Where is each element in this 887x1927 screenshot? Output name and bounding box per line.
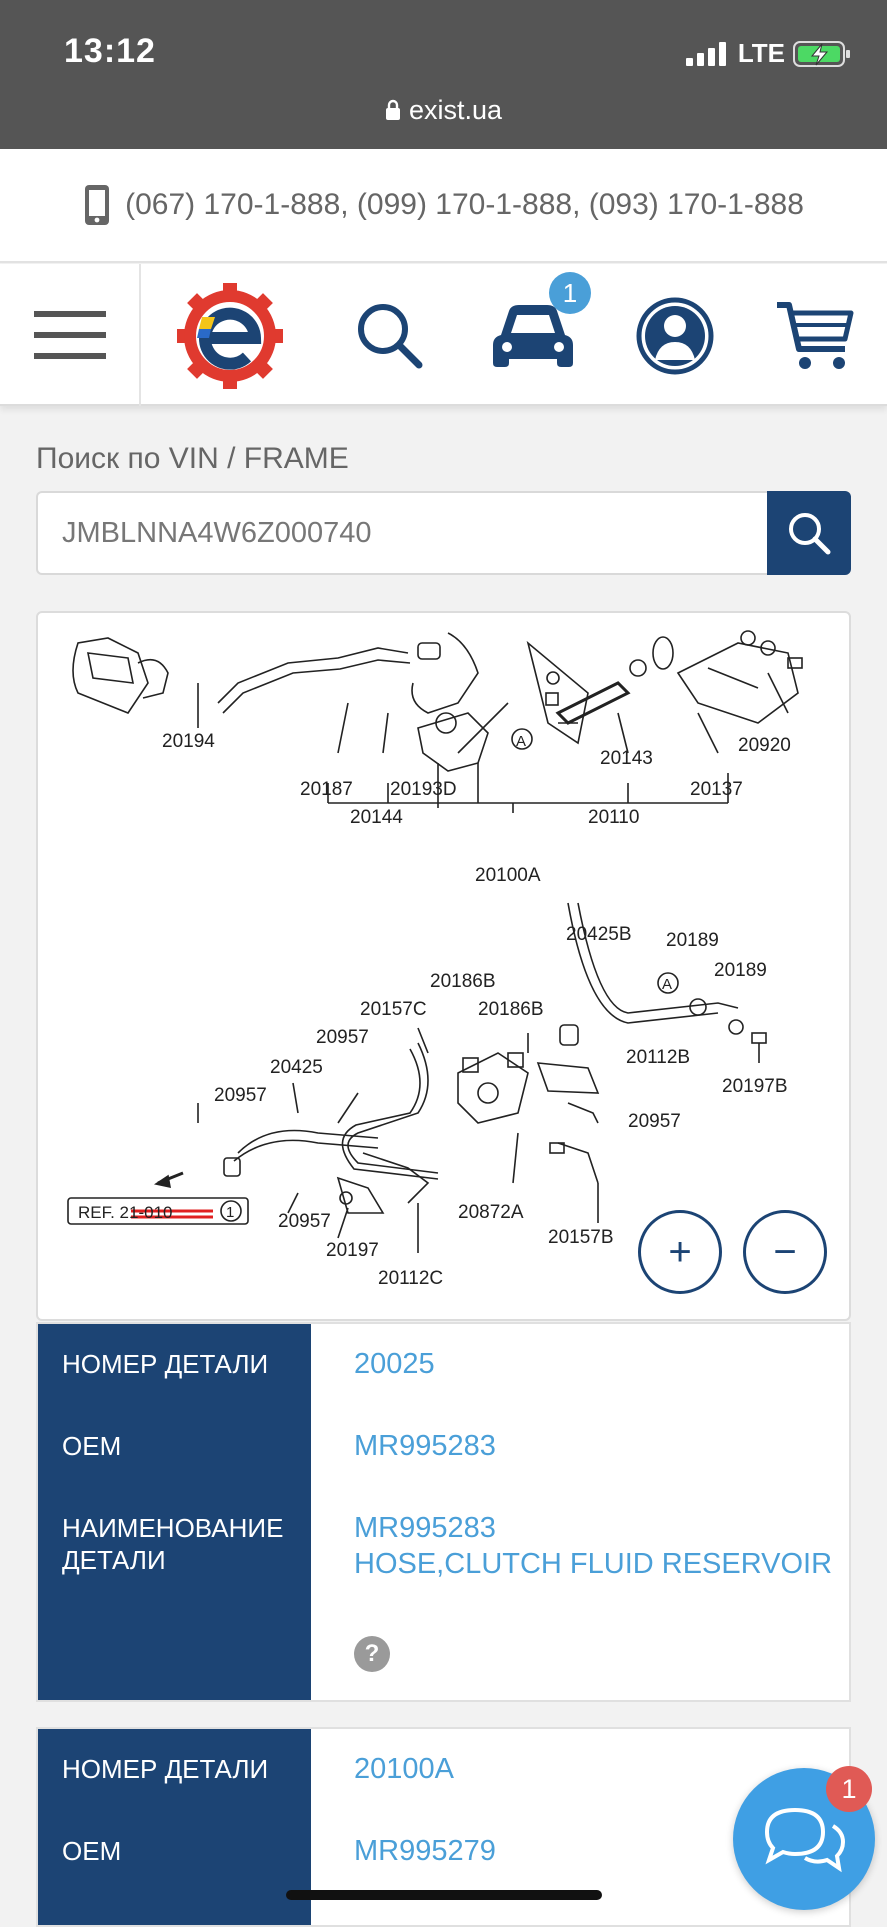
garage-count-badge: 1	[549, 272, 591, 314]
main-navbar: 1	[0, 264, 887, 406]
vin-search-button[interactable]	[767, 491, 851, 575]
address-bar[interactable]: exist.ua	[0, 95, 887, 128]
menu-button[interactable]	[0, 264, 141, 406]
callout-label: 20100A	[475, 865, 541, 886]
search-icon	[358, 304, 423, 369]
search-button[interactable]	[350, 286, 430, 386]
lock-icon	[385, 97, 401, 128]
callout-label: 20957	[628, 1111, 681, 1132]
callout-label: 20157C	[360, 999, 427, 1020]
network-type: LTE	[737, 38, 785, 68]
callout-label: 20112B	[626, 1047, 690, 1068]
hamburger-icon	[33, 311, 106, 359]
part-number-link[interactable]: 20025	[354, 1348, 435, 1380]
chat-button[interactable]	[733, 1768, 875, 1910]
top-assembly	[72, 630, 803, 813]
vin-search-label: Поиск по VIN / FRAME	[36, 442, 349, 475]
oem-label: OEM	[62, 1431, 122, 1461]
search-icon	[789, 513, 831, 555]
zoom-out-button[interactable]: −	[743, 1210, 827, 1294]
callout-label: 20137	[690, 779, 743, 800]
ref-circle-label: 1	[226, 1204, 234, 1221]
callout-a-label: A	[516, 733, 526, 750]
home-indicator	[286, 1890, 602, 1900]
status-time: 13:12	[64, 32, 156, 70]
callout-label: 20186B	[430, 971, 496, 992]
callout-label: 20425B	[566, 924, 632, 945]
callout-label: 20189	[666, 930, 719, 951]
callout-label: 20957	[278, 1211, 331, 1232]
vin-search-form	[36, 491, 851, 575]
part-number-label: НОМЕР ДЕТАЛИ	[62, 1349, 269, 1379]
callout-label: 20186B	[478, 999, 544, 1020]
part-name-link[interactable]: MR995283	[354, 1512, 496, 1544]
account-button[interactable]	[630, 286, 720, 386]
callout-label: 20957	[316, 1027, 369, 1048]
shopping-cart-icon	[777, 302, 854, 369]
vin-input[interactable]	[36, 491, 768, 575]
help-icon[interactable]: ?	[354, 1636, 390, 1672]
oem-label: OEM	[62, 1836, 122, 1866]
minus-icon: −	[773, 1229, 797, 1274]
part-name-label: ДЕТАЛИ	[62, 1545, 166, 1575]
callout-label: 20872A	[458, 1202, 524, 1223]
phone-numbers[interactable]: (067) 170-1-888, (099) 170-1-888, (093) …	[125, 188, 804, 221]
site-logo[interactable]	[170, 283, 290, 389]
callout-label: 20189	[714, 960, 767, 981]
part-card-labels	[38, 1324, 311, 1700]
url-text: exist.ua	[408, 95, 503, 125]
bottom-assembly	[67, 902, 767, 1253]
part-name-label: НАИМЕНОВАНИЕ	[62, 1513, 284, 1543]
parts-diagram[interactable]: 20194 20187 20193D 20144 20100A 20143 20…	[36, 611, 851, 1321]
callout-label: 20187	[300, 779, 353, 800]
callout-label: 20143	[600, 748, 653, 769]
callout-label: 20425	[270, 1057, 323, 1078]
part-number-link[interactable]: 20100A	[354, 1753, 454, 1785]
callout-label: 20157B	[548, 1227, 614, 1248]
zoom-in-button[interactable]: +	[638, 1210, 722, 1294]
exist-logo-icon	[177, 283, 283, 389]
part-name-link[interactable]: HOSE,CLUTCH FLUID RESERVOIR	[354, 1548, 833, 1580]
callout-label: 20194	[162, 731, 215, 752]
car-icon	[493, 305, 573, 367]
plus-icon: +	[668, 1229, 692, 1274]
oem-link[interactable]: MR995279	[354, 1835, 496, 1867]
status-bar: 13:12 LTE exist.ua	[0, 0, 887, 149]
callout-label: 20197	[326, 1240, 379, 1261]
garage-button[interactable]	[488, 286, 578, 386]
chat-bubbles-icon	[764, 1807, 846, 1873]
callout-label: 20193D	[390, 779, 457, 800]
phone-icon	[85, 185, 110, 225]
bottom-callouts: 20425B 20189 20189 20186B 20186B 20157C …	[78, 924, 788, 1289]
chat-badge: 1	[826, 1766, 872, 1812]
callout-label: 20144	[350, 807, 403, 828]
cart-button[interactable]	[770, 286, 860, 386]
callout-label: 20112C	[378, 1268, 443, 1289]
status-indicators: LTE	[685, 38, 853, 69]
battery-charging-icon	[793, 40, 850, 67]
part-card-labels	[38, 1729, 311, 1925]
part-number-label: НОМЕР ДЕТАЛИ	[62, 1754, 269, 1784]
clutch-diagram-drawing: 20194 20187 20193D 20144 20100A 20143 20…	[67, 630, 803, 1289]
callout-label: 20957	[214, 1085, 267, 1106]
callout-label: 20197B	[722, 1076, 788, 1097]
callout-label: 20110	[588, 807, 639, 828]
callout-label: 20920	[738, 735, 791, 756]
user-icon	[636, 297, 714, 375]
oem-link[interactable]: MR995283	[354, 1430, 496, 1462]
signal-icon	[685, 41, 726, 66]
part-card: НОМЕР ДЕТАЛИ 20025 OEM MR995283 НАИМЕНОВ…	[36, 1322, 851, 1702]
top-callouts: 20194 20187 20193D 20144 20100A 20143 20…	[162, 731, 791, 886]
phone-bar: (067) 170-1-888, (099) 170-1-888, (093) …	[0, 149, 887, 263]
ref-label: REF. 21-010	[78, 1203, 173, 1222]
callout-a-label: A	[662, 976, 672, 993]
